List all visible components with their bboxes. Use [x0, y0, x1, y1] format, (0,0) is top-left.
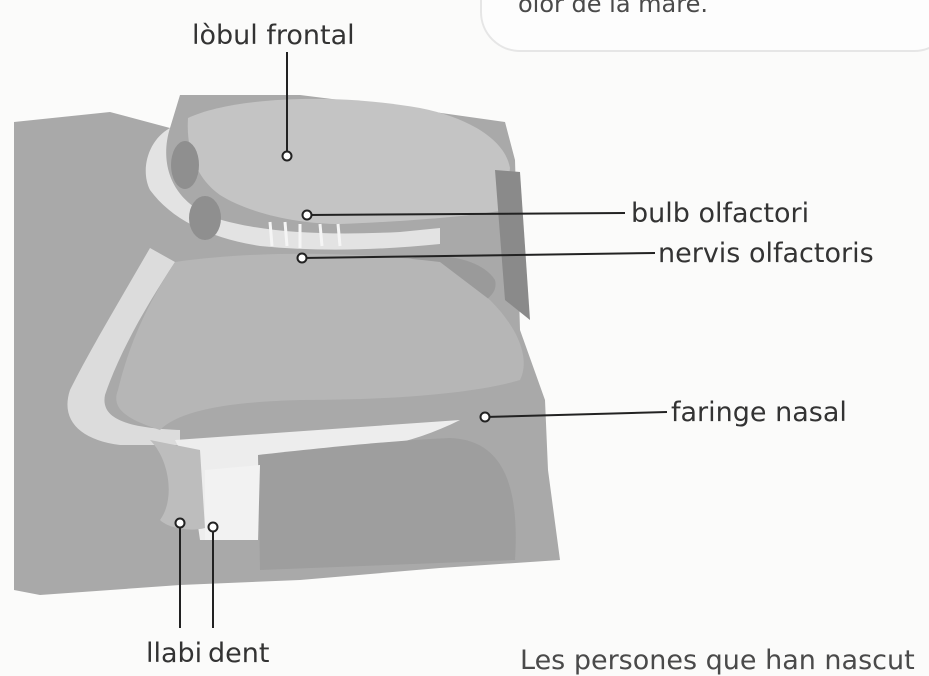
- body-paragraph: Les persones que han nascut: [520, 645, 915, 676]
- label-frontal-lobe: lòbul frontal: [192, 20, 355, 51]
- pointer-frontal-lobe: [283, 152, 292, 161]
- pointer-tooth: [209, 523, 218, 532]
- label-olfactory-bulb: bulb olfactori: [631, 198, 809, 229]
- pointer-nasopharynx: [481, 413, 490, 422]
- pointer-olfactory-nerves: [298, 254, 307, 263]
- pointer-lip: [176, 519, 185, 528]
- label-nasopharynx: faringe nasal: [671, 397, 847, 428]
- label-lip: llabi: [146, 638, 202, 669]
- pointer-olfactory-bulb: [303, 211, 312, 220]
- label-tooth: dent: [208, 638, 269, 669]
- label-olfactory-nerves: nervis olfactoris: [658, 238, 874, 269]
- head-illustration: [14, 95, 560, 595]
